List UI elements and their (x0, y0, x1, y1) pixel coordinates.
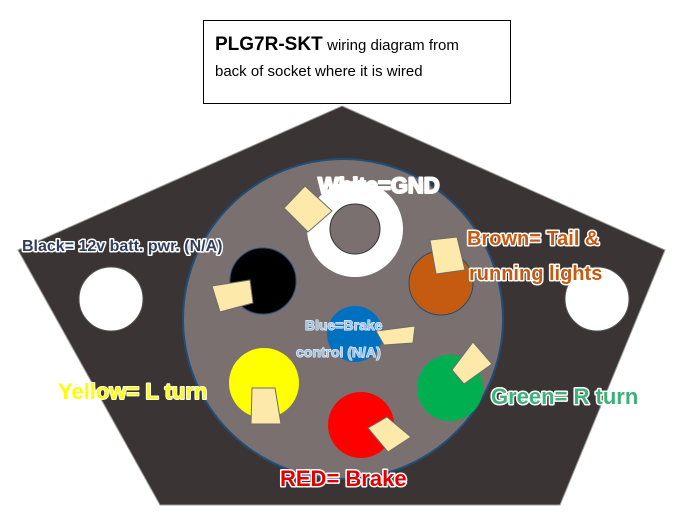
blue-terminal (375, 325, 416, 346)
green-terminal (451, 341, 493, 385)
label-blue-line1: Blue=Brake (305, 317, 383, 333)
label-yellow: Yellow= L turn (58, 379, 207, 404)
red-terminal (367, 416, 412, 453)
white-terminal (283, 185, 333, 233)
label-blue-line2: control (N/A) (296, 344, 381, 360)
red-pin (328, 392, 394, 458)
black-terminal (211, 279, 254, 313)
label-black: Black= 12v batt. pwr. (N/A) (22, 238, 223, 255)
blue-pin (327, 306, 383, 362)
part-number: PLG7R-SKT (215, 34, 323, 55)
label-red: RED= Brake (280, 466, 407, 491)
title-description-line1: wiring diagram from (327, 37, 459, 54)
label-brown-line2: running lights (469, 263, 602, 285)
label-white: White=GND (318, 173, 440, 198)
brown-terminal (429, 236, 466, 275)
title-box: PLG7R-SKT wiring diagram from back of so… (203, 20, 511, 104)
title-description-line2: back of socket where it is wired (215, 63, 423, 80)
yellow-pin (229, 348, 299, 418)
white-pin-center (329, 203, 381, 255)
mounting-hole-left (78, 266, 144, 332)
mounting-hole-right (564, 266, 630, 332)
label-green: Green= R turn (491, 384, 638, 409)
label-brown-line1: Brown= Tail & (467, 228, 599, 250)
yellow-terminal (250, 387, 282, 425)
